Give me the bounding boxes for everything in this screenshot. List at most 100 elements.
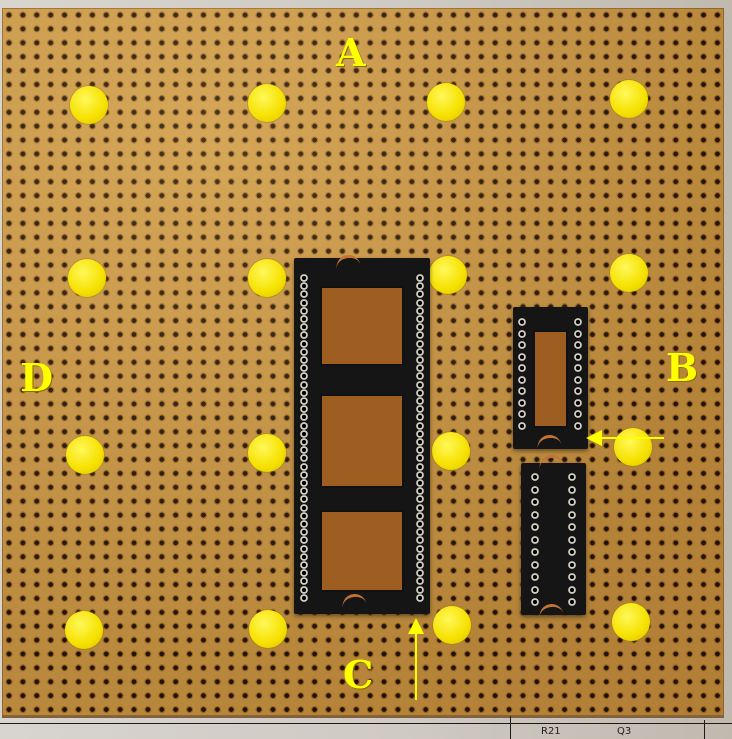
socket-pin [300,495,308,504]
socket-pin [416,380,424,389]
socket-pin [531,548,539,556]
socket-pin [300,577,308,586]
socket-pin [531,560,539,569]
socket-pin [300,290,308,299]
socket-pin [568,523,576,531]
copper-jumper [334,253,362,274]
socket-pin [300,561,308,569]
socket-pin [300,528,308,537]
copper-jumper [340,592,368,613]
socket-pin [518,318,526,326]
socket-pin [300,405,308,414]
socket-pin [416,282,424,291]
socket-pin [300,536,308,545]
socket-window [320,394,404,488]
socket-pin [531,585,539,594]
copper-jumper [537,602,565,623]
copper-jumper [537,453,565,474]
socket-pin [416,528,424,537]
socket-pin [300,364,308,373]
socket-pin [568,473,576,481]
yellow-pad [433,606,471,644]
socket-pin [518,375,526,384]
socket-pin [300,413,308,422]
socket-pin [300,569,308,578]
socket-pin [416,503,424,512]
yellow-pad [70,86,108,124]
socket-pin [531,598,539,606]
yellow-pad [610,254,648,292]
socket-pin [416,298,424,307]
socket-pin [568,510,576,519]
socket-pin [300,511,308,520]
yellow-pad [427,83,465,121]
socket-pin [574,318,582,326]
yellow-pad [249,610,287,648]
socket-pin [416,438,424,446]
socket-pin [416,454,424,463]
socket-pin [300,446,308,455]
yellow-pad [610,80,648,118]
socket-pin [531,523,539,531]
socket-pin [416,470,424,479]
socket-pin [574,421,582,430]
socket-pin [300,388,308,397]
schematic-label-r21: R21 [541,726,561,737]
socket-pin [574,352,582,361]
label-a: A [336,30,366,75]
arrow-c-head [408,618,424,634]
socket-pin [416,413,424,422]
yellow-pad [248,434,286,472]
schematic-line [0,723,732,724]
socket-pin [416,520,424,528]
socket-pin [531,485,539,494]
small-ic-socket [513,307,588,454]
socket-pin [518,364,526,372]
socket-pin [416,429,424,438]
socket-pin [416,577,424,586]
socket-pin [300,593,308,602]
socket-pin [416,405,424,414]
socket-pin [416,479,424,487]
schematic-label-q3: Q3 [617,726,632,737]
socket-pin [568,485,576,494]
socket-pin [416,356,424,364]
socket-window [320,510,404,592]
arrow-c-line [415,632,417,700]
socket-pin [416,593,424,602]
socket-pin [300,520,308,528]
socket-pin [416,446,424,455]
socket-pin [518,398,526,407]
yellow-pad [248,84,286,122]
socket-pin [300,331,308,340]
socket-window [533,330,568,428]
socket-pin [518,410,526,418]
schematic-line [704,720,705,739]
socket-pin [518,352,526,361]
socket-pin [574,398,582,407]
socket-pin [568,598,576,606]
socket-pin [300,356,308,364]
socket-pin [574,410,582,418]
yellow-pad [612,603,650,641]
socket-pin [300,339,308,348]
label-b: B [666,345,699,390]
socket-pin [531,498,539,506]
socket-pin [531,535,539,544]
socket-pin [416,274,424,282]
socket-pin [300,479,308,487]
yellow-pad [614,428,652,466]
socket-pin [416,347,424,356]
schematic-line [510,716,511,739]
socket-pin [416,561,424,569]
socket-pin [300,298,308,307]
socket-pin [568,585,576,594]
socket-pin [416,421,424,430]
socket-pin [518,387,526,395]
socket-pin [531,473,539,481]
socket-pin [416,462,424,471]
socket-pin [416,487,424,496]
socket-pin [568,535,576,544]
socket-pin [300,585,308,594]
socket-pin [574,375,582,384]
